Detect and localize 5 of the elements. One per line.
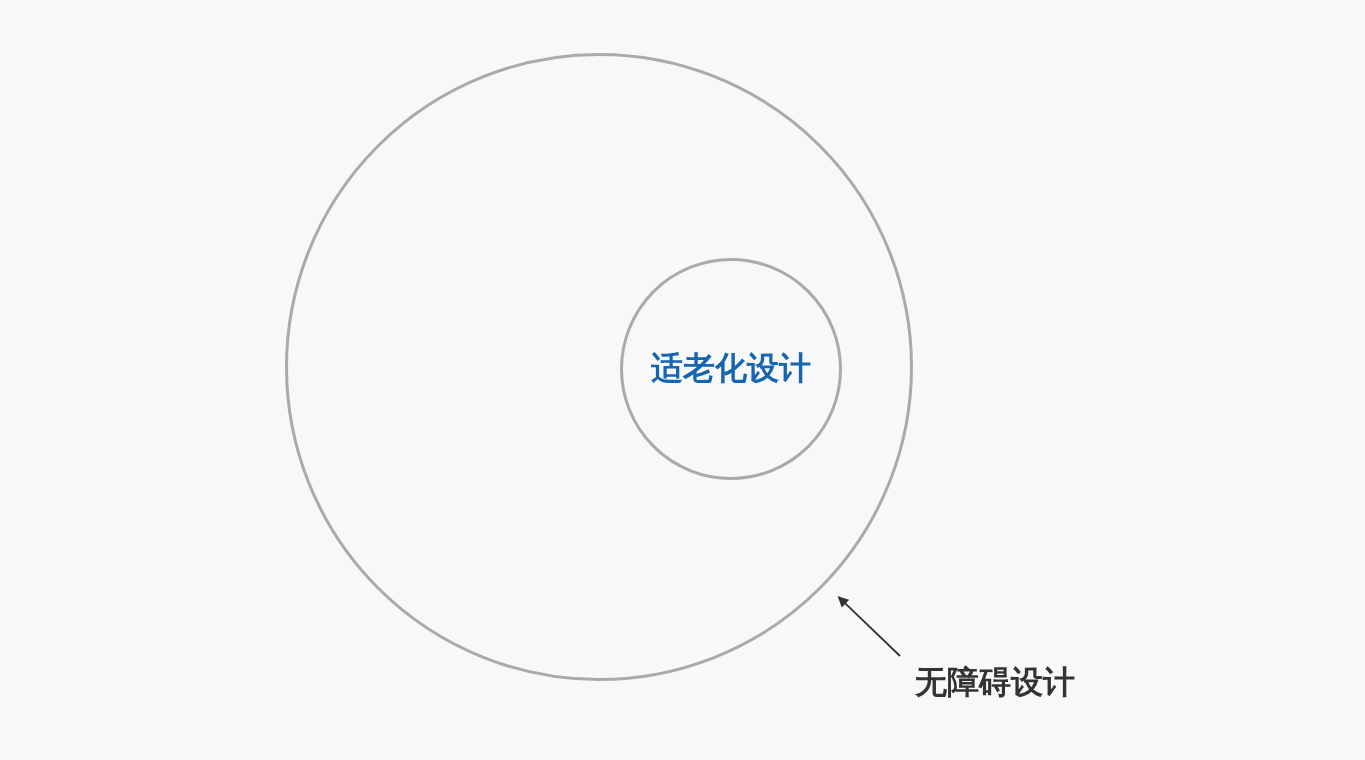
annotation-text: 无障碍设计: [915, 662, 1075, 703]
circle-outline: [620, 258, 842, 480]
circle-label: 适老化设计: [651, 348, 811, 389]
circle-outline: [285, 53, 913, 681]
leader-arrow: [837, 596, 901, 657]
